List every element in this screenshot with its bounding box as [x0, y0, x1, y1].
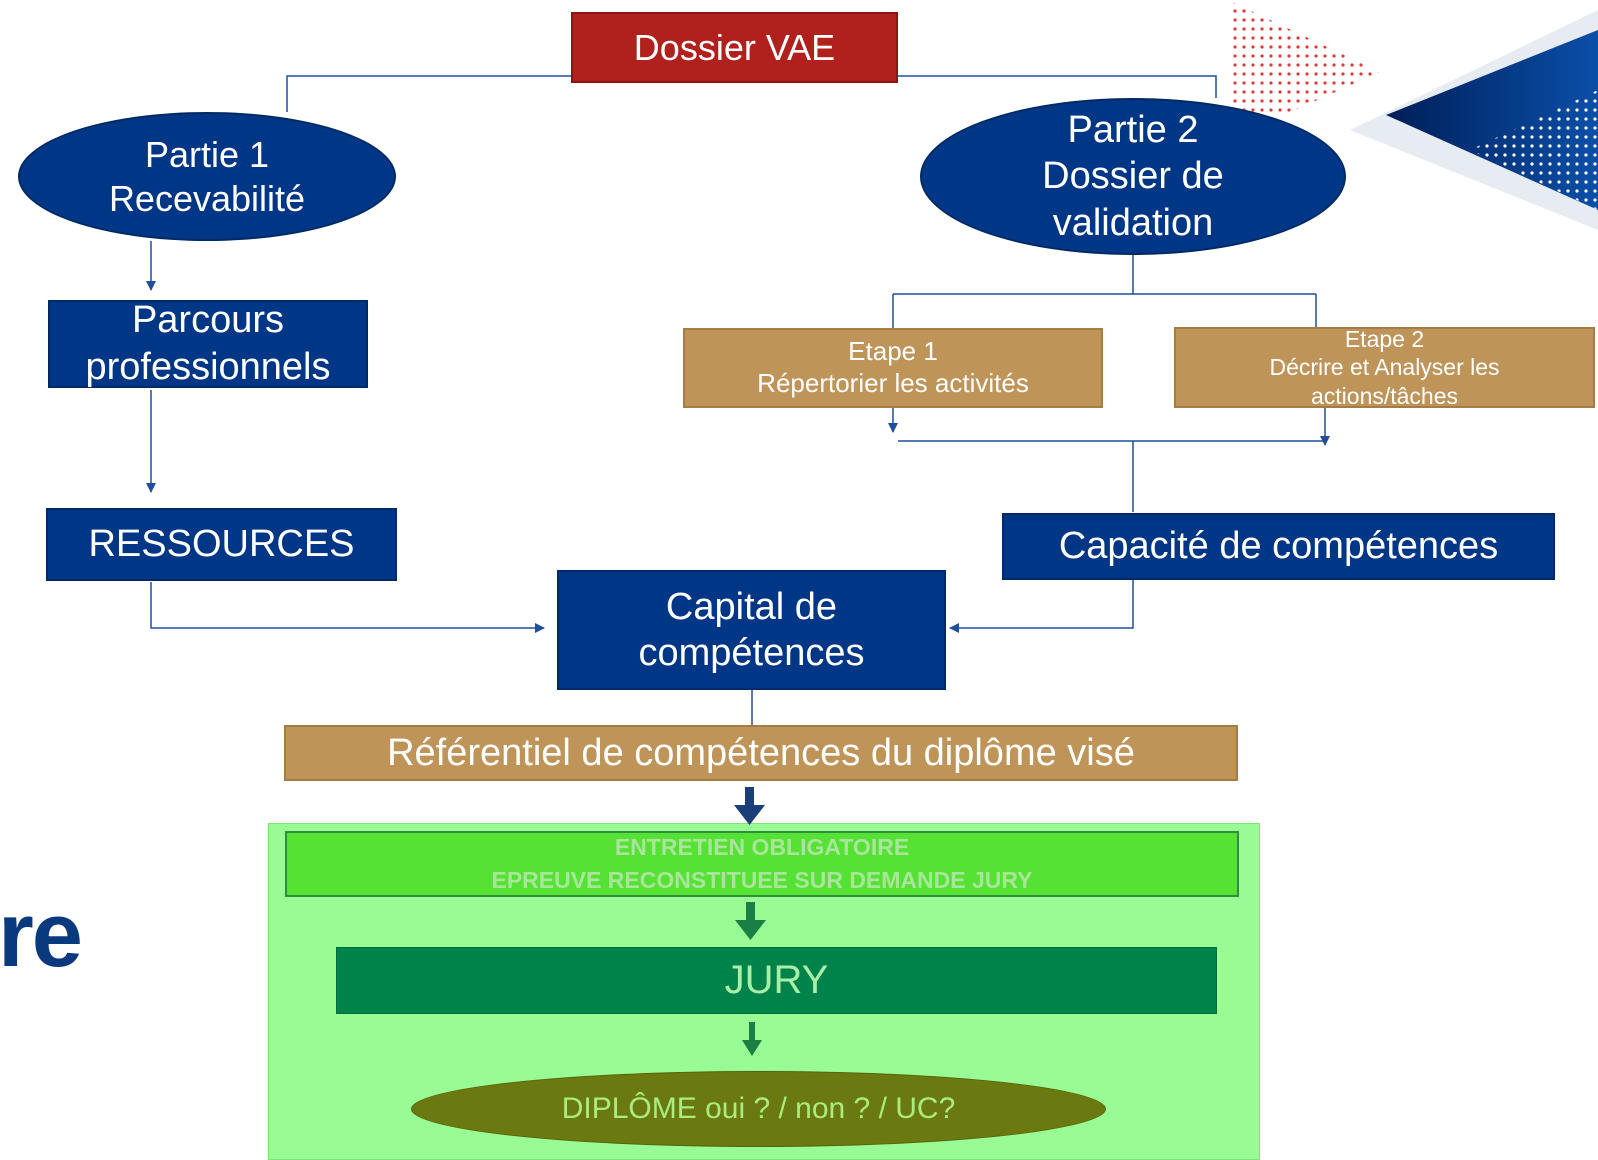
white-dot-pattern — [1470, 90, 1598, 210]
node-parcours-professionnels: Parcours professionnels — [48, 299, 368, 388]
node-etape1: Etape 1 Répertorier les activités — [683, 328, 1103, 408]
node-referentiel: Référentiel de compétences du diplôme vi… — [284, 725, 1238, 781]
node-etape2: Etape 2 Décrire et Analyser les actions/… — [1174, 326, 1595, 409]
node-ressources: RESSOURCES — [46, 508, 397, 581]
thick-arrow-jury-diplome — [742, 1022, 762, 1056]
thick-arrow-referentiel-entretien — [734, 787, 765, 825]
red-dot-pattern — [1228, 0, 1380, 140]
node-entretien-obligatoire: ENTRETIEN OBLIGATOIRE EPREUVE RECONSTITU… — [285, 831, 1239, 897]
arrow-capacite-capital — [949, 580, 1134, 633]
node-diplome-result: DIPLÔME oui ? / non ? / UC? — [411, 1071, 1106, 1147]
connector-dossier-partie2 — [898, 75, 1217, 98]
node-jury: JURY — [336, 947, 1217, 1014]
node-dossier-vae: Dossier VAE — [571, 12, 898, 83]
node-capacite-de-competences: Capacité de compétences — [1002, 513, 1555, 580]
node-capital-de-competences: Capital de compétences — [557, 570, 946, 690]
arrow-ressources-capital — [150, 582, 545, 633]
thick-arrow-entretien-jury — [735, 902, 766, 940]
background-title-fragment: re — [0, 884, 83, 986]
node-partie1: Partie 1 Recevabilité — [18, 112, 396, 241]
connector-dossier-partie1 — [286, 75, 571, 112]
node-partie2: Partie 2 Dossier de validation — [920, 98, 1346, 255]
